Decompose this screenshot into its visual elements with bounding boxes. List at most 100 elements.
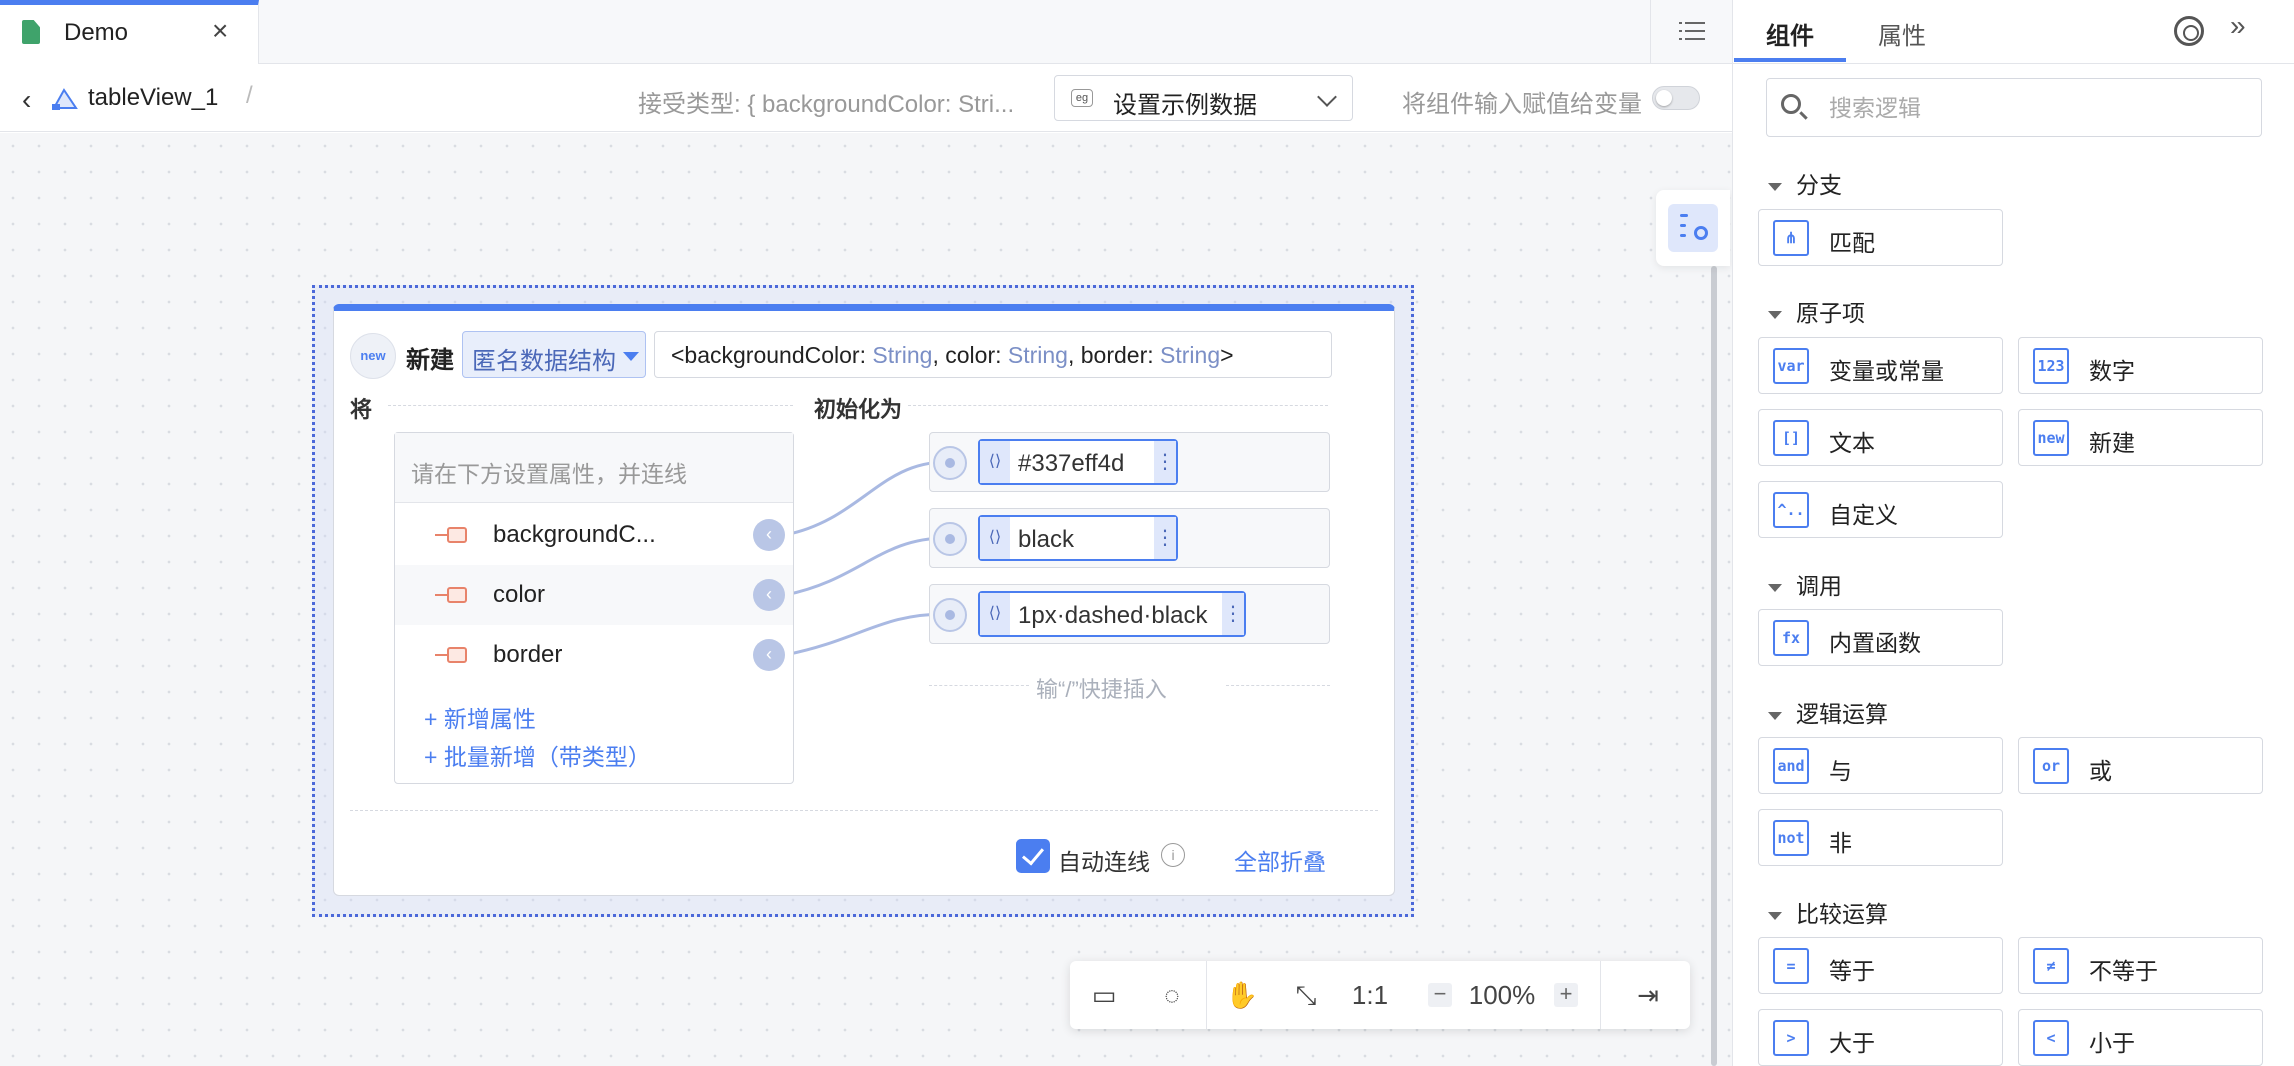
logic-card[interactable]: >大于 [1758,1009,2003,1066]
more-icon[interactable]: ⋮ [1154,517,1176,559]
value-pill[interactable]: ⟨⟩ #337eff4d ⋮ [978,439,1178,485]
add-property-link[interactable]: + 新增属性 [424,706,536,732]
connect-port-icon[interactable]: ‹ [753,639,785,671]
property-row[interactable]: backgroundC... ‹ [395,505,793,565]
collapse-all-link[interactable]: 全部折叠 [1234,849,1326,875]
tab-list-menu[interactable] [1650,0,1732,64]
search-input[interactable] [1829,91,2229,125]
props-hint: 请在下方设置属性，并连线 [395,433,793,503]
canvas-scrollbar[interactable] [1711,266,1717,1066]
input-port[interactable] [933,598,967,632]
file-icon [22,20,40,44]
value-row[interactable]: ⟨⟩ #337eff4d ⋮ [929,432,1330,492]
property-row[interactable]: color ‹ [395,565,793,625]
batch-add-link[interactable]: + 批量新增（带类型） [424,744,651,770]
logic-header [0,64,1732,132]
quick-insert-hint[interactable]: 输“/”快捷插入 [1036,677,1167,702]
auto-connect-checkbox[interactable] [1016,839,1050,873]
list-icon [1679,20,1705,42]
value-text: #337eff4d [1018,450,1125,477]
property-icon [447,527,467,543]
tab-components[interactable]: 组件 [1766,23,1814,50]
info-icon[interactable]: i [1161,843,1185,867]
value-pill[interactable]: ⟨⟩ black ⋮ [978,515,1178,561]
zoom-level: 100% [1468,980,1536,1010]
section-branch[interactable]: 分支 [1768,166,1842,200]
logic-canvas[interactable] [0,133,1732,1066]
section-atomic[interactable]: 原子项 [1768,294,1865,328]
close-tab-icon[interactable]: × [212,15,229,46]
number-icon: 123 [2033,348,2069,384]
collapse-panel-icon[interactable]: » [2230,10,2246,41]
actual-size-button[interactable]: 1:1 [1351,980,1389,1010]
logic-card[interactable]: ^..自定义 [1758,481,2003,538]
zoom-out-button[interactable]: − [1428,983,1452,1007]
value-row[interactable]: ⟨⟩ 1px·dashed·black ⋮ [929,584,1330,644]
more-icon[interactable]: ⋮ [1154,441,1176,483]
more-icon[interactable]: ⋮ [1222,593,1244,635]
logic-card[interactable]: []文本 [1758,409,2003,466]
zoom-in-button[interactable]: + [1554,983,1578,1007]
text-value-icon: ⟨⟩ [980,441,1010,483]
input-port[interactable] [933,522,967,556]
breadcrumb-separator: / [246,82,253,109]
assign-variable-toggle[interactable] [1652,86,1700,110]
value-text: 1px·dashed·black [1018,602,1208,629]
section-logic[interactable]: 逻辑运算 [1768,695,1888,729]
logic-card[interactable]: ⋔匹配 [1758,209,2003,266]
struct-type-select[interactable]: 匿名数据结构 [462,331,646,378]
back-icon[interactable]: ‹ [22,84,32,115]
logic-search[interactable] [1766,78,2262,137]
type-signature: <backgroundColor: String, color: String,… [654,331,1332,378]
tab-properties[interactable]: 属性 [1878,23,1926,50]
accept-type-label: 接受类型: { backgroundColor: Stri... [638,91,1015,118]
divider [388,405,793,406]
component-name[interactable]: tableView_1 [88,84,219,111]
tab-demo[interactable]: Demo × [0,0,259,64]
property-name: border [493,641,563,668]
jump-end-icon[interactable]: ⇥ [1637,980,1659,1010]
assign-variable-label: 将组件输入赋值给变量 [1402,91,1642,118]
value-row[interactable]: ⟨⟩ black ⋮ [929,508,1330,568]
caret-down-icon [623,352,639,361]
connect-port-icon[interactable]: ‹ [753,519,785,551]
greater-icon: > [1773,1020,1809,1056]
fit-icon[interactable]: ⤡ [1295,980,1317,1010]
sample-data-select[interactable]: eg 设置示例数据 [1054,75,1353,121]
or-icon: or [2033,748,2069,784]
property-icon [447,587,467,603]
property-list: 请在下方设置属性，并连线 backgroundC... ‹ color ‹ bo… [394,432,794,784]
value-text: black [1018,526,1075,553]
hand-icon[interactable]: ✋ [1225,980,1259,1010]
panel-tabs [1732,0,2294,64]
value-pill[interactable]: ⟨⟩ 1px·dashed·black ⋮ [978,591,1246,637]
and-icon: and [1773,748,1809,784]
minimap-icon[interactable]: ▭ [1091,980,1117,1010]
logic-card[interactable]: ≠不等于 [2018,937,2263,994]
property-row[interactable]: border ‹ [395,625,793,685]
right-heading: 初始化为 [814,397,903,422]
settings-icon[interactable] [2174,16,2204,46]
search-nodes-button[interactable] [1656,190,1730,266]
connect-port-icon[interactable]: ‹ [753,579,785,611]
component-icon [52,88,78,110]
var-icon: var [1773,348,1809,384]
input-port[interactable] [933,446,967,480]
logic-card[interactable]: <小于 [2018,1009,2263,1066]
property-name: backgroundC... [493,521,656,548]
comment-icon[interactable]: ◌ [1164,980,1180,1010]
section-compare[interactable]: 比较运算 [1768,895,1888,929]
text-value-icon: ⟨⟩ [980,517,1010,559]
custom-icon: ^.. [1773,492,1809,528]
active-tab-indicator [1734,58,1846,62]
section-call[interactable]: 调用 [1768,567,1842,601]
auto-connect-label: 自动连线 [1058,849,1150,875]
logic-card[interactable]: =等于 [1758,937,2003,994]
